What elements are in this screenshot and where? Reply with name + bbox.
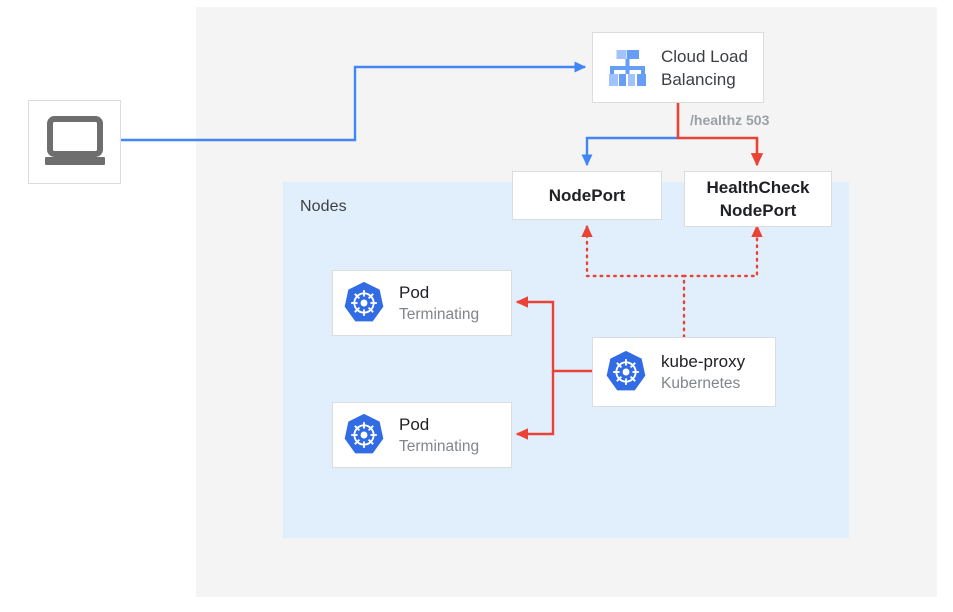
pod-2-title: Pod xyxy=(399,415,430,434)
healthcheck-nodeport-text: HealthCheck NodePort xyxy=(685,176,831,222)
healthcheck-nodeport-label: HealthCheck xyxy=(706,178,810,197)
healthcheck-nodeport-label-line2: NodePort xyxy=(719,201,797,220)
pod-2-subtitle: Terminating xyxy=(399,438,480,455)
kube-proxy-subtitle: Kubernetes xyxy=(661,375,741,392)
client-node[interactable] xyxy=(28,100,121,184)
cloud-load-balancing-text: Cloud Load Balancing xyxy=(661,45,748,91)
cloud-load-balancing-icon xyxy=(609,49,646,86)
cloud-load-balancing-title: Cloud Load xyxy=(661,46,748,66)
pod-1-subtitle: Terminating xyxy=(399,306,480,323)
healthcheck-nodeport-node[interactable]: HealthCheck NodePort xyxy=(684,171,832,227)
laptop-icon xyxy=(44,116,105,165)
pod-2-text: Pod Terminating xyxy=(399,413,479,457)
kube-proxy-node[interactable]: kube-proxy Kubernetes xyxy=(592,337,776,407)
kubernetes-icon xyxy=(344,413,384,454)
kubernetes-icon xyxy=(344,281,384,322)
pod-node-1[interactable]: Pod Terminating xyxy=(332,270,512,336)
pod-1-text: Pod Terminating xyxy=(399,281,479,325)
pod-1-title: Pod xyxy=(399,283,430,302)
nodeport-label: NodePort xyxy=(548,186,626,205)
cloud-load-balancing-title-line2: Balancing xyxy=(661,69,736,89)
cloud-load-balancing-node[interactable]: Cloud Load Balancing xyxy=(592,32,764,103)
nodes-region-label: Nodes xyxy=(300,198,347,215)
pod-node-2[interactable]: Pod Terminating xyxy=(332,402,512,468)
nodeport-node[interactable]: NodePort xyxy=(512,171,662,220)
healthz-edge-label: /healthz 503 xyxy=(690,112,770,128)
kube-proxy-title: kube-proxy xyxy=(661,352,746,371)
kubernetes-icon xyxy=(606,350,646,391)
kube-proxy-text: kube-proxy Kubernetes xyxy=(661,350,745,394)
